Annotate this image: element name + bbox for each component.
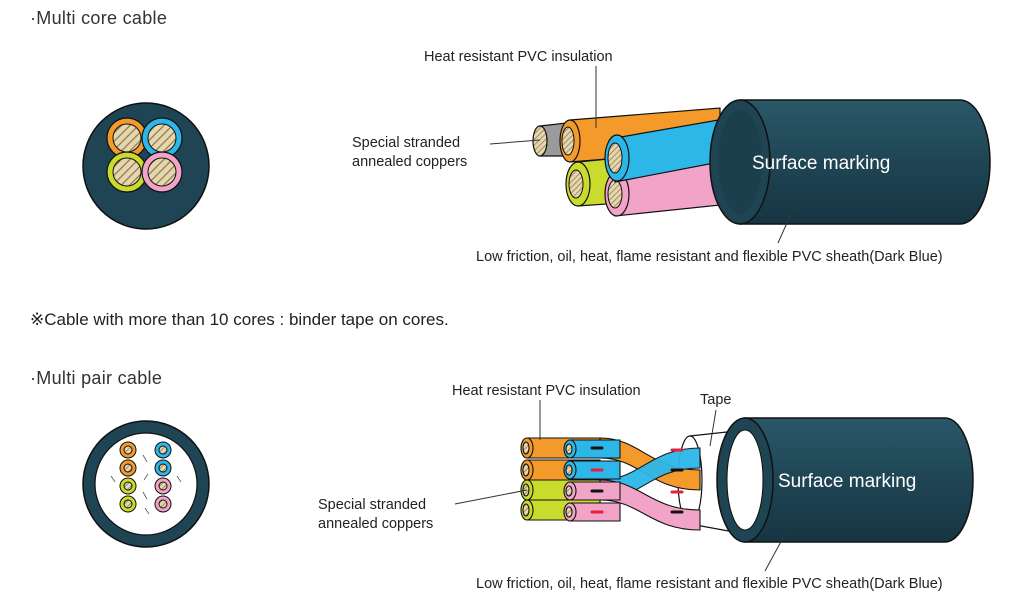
multi-core-insulation-label: Heat resistant PVC insulation [424,49,613,65]
multi-core-heading: ·Multi core cable [30,8,168,28]
multi-pair-tape-label: Tape [700,392,732,408]
multi-pair-insulation-label: Heat resistant PVC insulation [452,383,641,399]
multi-pair-conductor-label: Special stranded annealed coppers [318,497,434,532]
multi-core-cross-section [82,102,210,230]
multi-core-cable-view: Surface marking [532,99,991,225]
binder-tape-note: ※Cable with more than 10 cores : binder … [30,310,449,329]
multi-pair-surface-marking: Surface marking [778,471,916,492]
multi-pair-leader-lines [454,400,791,572]
multi-core-surface-marking: Surface marking [752,153,890,174]
multi-pair-cable-view: Surface marking [520,417,974,543]
multi-core-sheath-label: Low friction, oil, heat, flame resistant… [476,249,943,265]
multi-pair-heading: ·Multi pair cable [30,368,163,388]
multi-core-leader-lines [489,66,796,244]
multi-pair-sheath-label: Low friction, oil, heat, flame resistant… [476,576,943,592]
multi-pair-cross-section [82,420,210,548]
multi-core-conductor-label: Special stranded annealed coppers [352,135,468,170]
